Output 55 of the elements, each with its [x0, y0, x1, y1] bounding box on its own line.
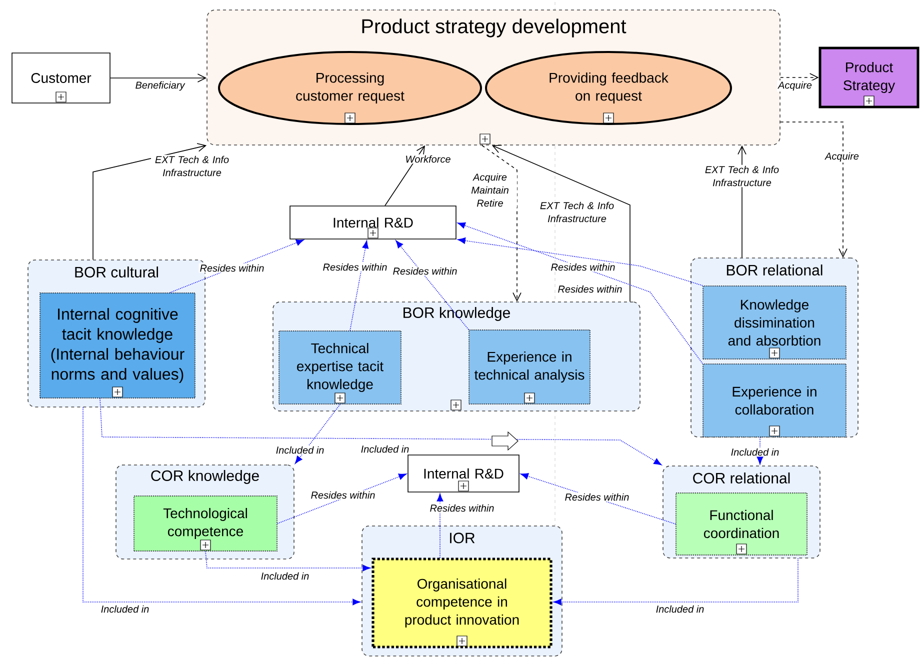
edge-label: Resides within — [392, 266, 458, 276]
arrow — [170, 240, 304, 293]
edge-label: Resides within — [310, 490, 376, 500]
entity-box: Product Strategy — [818, 46, 920, 108]
entity-box: Internal R&D — [290, 206, 456, 240]
arrow — [350, 240, 369, 331]
arrow — [110, 74, 207, 82]
element-box: Experience in collaboration — [702, 364, 846, 438]
arrow — [277, 474, 407, 524]
arrow — [396, 240, 469, 330]
arrow — [482, 145, 522, 302]
edge-label: Included in — [654, 604, 706, 614]
arrow — [205, 551, 370, 572]
edge-label: Included in — [100, 604, 150, 614]
edge-label: EXT Tech & Info Infrastructure — [701, 164, 783, 188]
edge-label: Included in — [260, 571, 310, 581]
element-box: Knowledge dissimination and absorbtion — [702, 286, 846, 360]
edge-label: Workforce — [404, 154, 452, 164]
arrow — [384, 145, 425, 206]
edge-label: Acquire Maintain Retire — [463, 172, 517, 208]
edge-label: EXT Tech & Info Infrastructure — [536, 200, 618, 224]
element-box: Organisational competence in product innovation — [372, 558, 552, 648]
arrow — [520, 473, 676, 524]
edge-label: Resides within — [550, 262, 616, 272]
arrow — [458, 222, 703, 364]
arrow — [436, 494, 444, 558]
edge-label: Resides within — [564, 492, 630, 502]
arrow — [82, 407, 360, 606]
arrow — [780, 73, 819, 82]
edge-label: Acquire — [777, 80, 813, 92]
edge-label: Resides within — [198, 263, 266, 273]
arrow — [294, 404, 340, 464]
arrow — [554, 558, 798, 606]
element-box: Experience in technical analysis — [468, 330, 590, 404]
edge-label: Included in — [730, 447, 780, 457]
edge-label: Beneficiary — [134, 80, 186, 92]
edge-label: Acquire — [824, 151, 860, 163]
element-box: Functional coordination — [676, 492, 808, 556]
entity-box: Internal R&D — [408, 454, 520, 492]
element-box: Internal cognitive tacit knowledge (Internal behaviour norms and values) — [40, 292, 196, 398]
arrow — [756, 437, 764, 464]
edge-label: Included in — [360, 444, 410, 454]
edge-label: EXT Tech & Info Infrastructure — [151, 154, 233, 178]
arrow — [92, 143, 207, 260]
edge-label: Resides within — [556, 284, 624, 294]
arrow — [492, 144, 630, 302]
arrow — [100, 398, 662, 466]
arrow — [780, 122, 848, 258]
edge-label: Included in — [274, 445, 326, 455]
edge-label: Resides within — [322, 262, 388, 272]
edge-label: Resides within — [428, 503, 496, 513]
element-box: Technological competence — [134, 496, 278, 552]
arrow — [458, 237, 703, 286]
entity-box: Customer — [12, 52, 110, 104]
element-box: Technical expertise tacit knowledge — [278, 330, 402, 404]
